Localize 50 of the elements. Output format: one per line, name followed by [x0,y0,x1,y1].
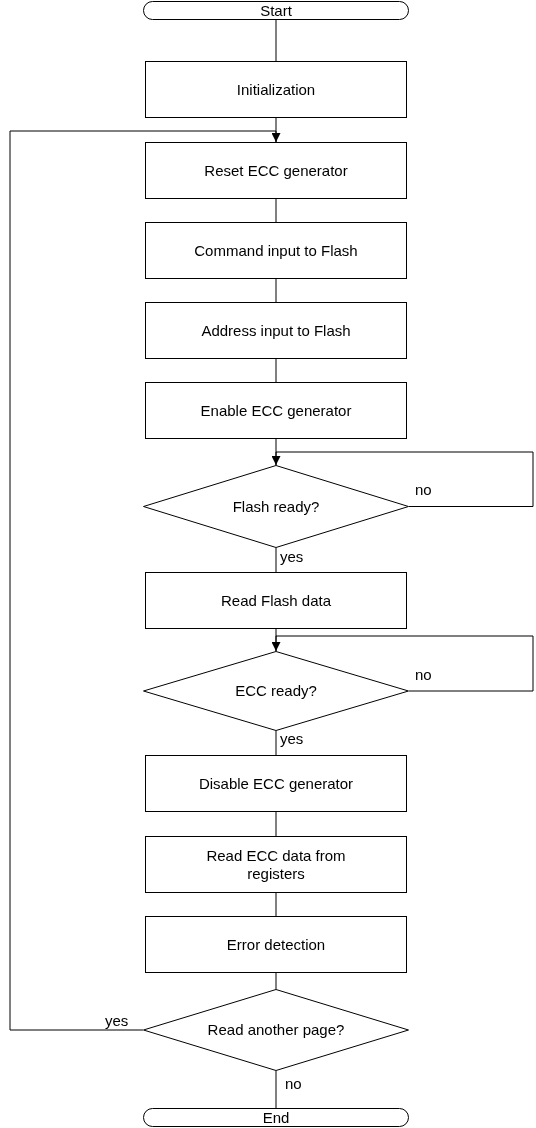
process-box [145,572,407,629]
connector-line [275,547,277,573]
node-text: Error detection [225,935,327,954]
connector-line [275,972,277,990]
edge-label: yes [105,1013,129,1029]
connector-line [275,628,277,652]
node-text: Address input to Flash [200,321,352,340]
connector-line [275,278,277,303]
node-text: End [261,1108,291,1127]
node-text: Flash ready? [231,497,321,516]
process-box [145,836,407,893]
connector-line [275,117,277,143]
node-text: Read Flash data [219,591,333,610]
process-box [145,755,407,812]
node-text: Enable ECC generator [199,401,353,420]
node-text: Initialization [235,80,317,99]
terminal-box [143,1,409,20]
edge-label: yes [280,549,304,565]
edge-label: no [415,482,432,498]
arrow [271,635,534,692]
node-text: Read another page? [206,1021,346,1039]
node-text: Command input to Flash [193,241,359,260]
process-box [145,382,407,439]
connector-line [275,1070,277,1109]
decision-diamond [143,465,409,548]
decision-diamond [143,651,409,731]
process-box [145,916,407,973]
connector-line [275,438,277,466]
decision-diamond [143,989,409,1071]
node-text: Start [259,1,293,20]
connector-line [275,811,277,837]
arrow [271,451,534,507]
node-text: ECC ready? [234,682,318,700]
edge-label: yes [280,731,304,747]
connector-line [275,19,277,62]
connector-line [275,730,277,756]
terminal-box [143,1108,409,1127]
arrow [9,130,281,1031]
process-box [145,61,407,118]
process-box [145,302,407,359]
edge-label: no [285,1076,302,1092]
node-text: Reset ECC generator [203,161,349,180]
edge-label: no [415,667,432,683]
connector-line [275,198,277,223]
process-box [145,222,407,279]
node-text: Read ECC data from registers [205,846,347,883]
node-text: Disable ECC generator [197,774,355,793]
connector-line [275,358,277,383]
process-box [145,142,407,199]
connector-line [275,892,277,917]
